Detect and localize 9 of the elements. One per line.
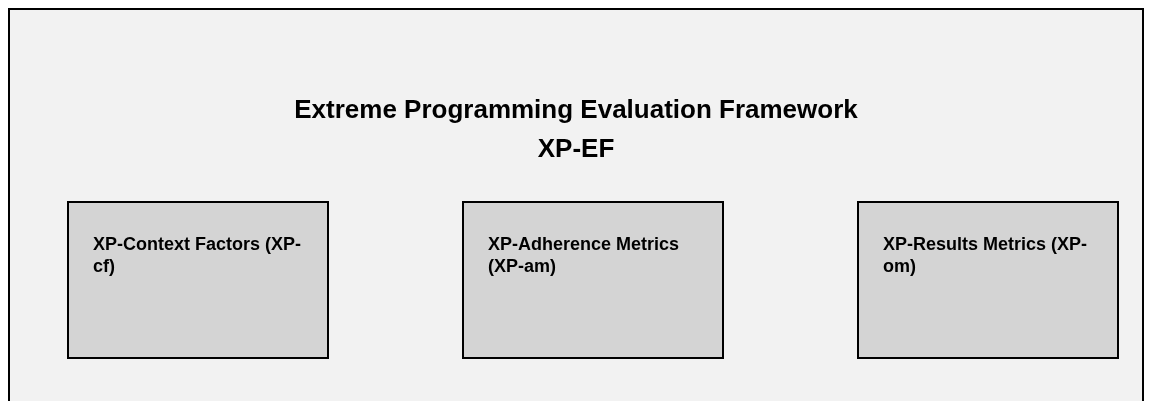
framework-panel — [8, 8, 1144, 401]
framework-title: Extreme Programming Evaluation Framework — [293, 94, 859, 125]
component-box — [67, 201, 329, 359]
component-box — [857, 201, 1119, 359]
component-box — [462, 201, 724, 359]
framework-acronym: XP-EF — [536, 133, 616, 164]
box-label: XP-Adherence Metrics (XP-am) — [488, 233, 681, 277]
box-label: XP-Results Metrics (XP-om) — [883, 233, 1089, 277]
box-label: XP-Context Factors (XP-cf) — [93, 233, 303, 277]
